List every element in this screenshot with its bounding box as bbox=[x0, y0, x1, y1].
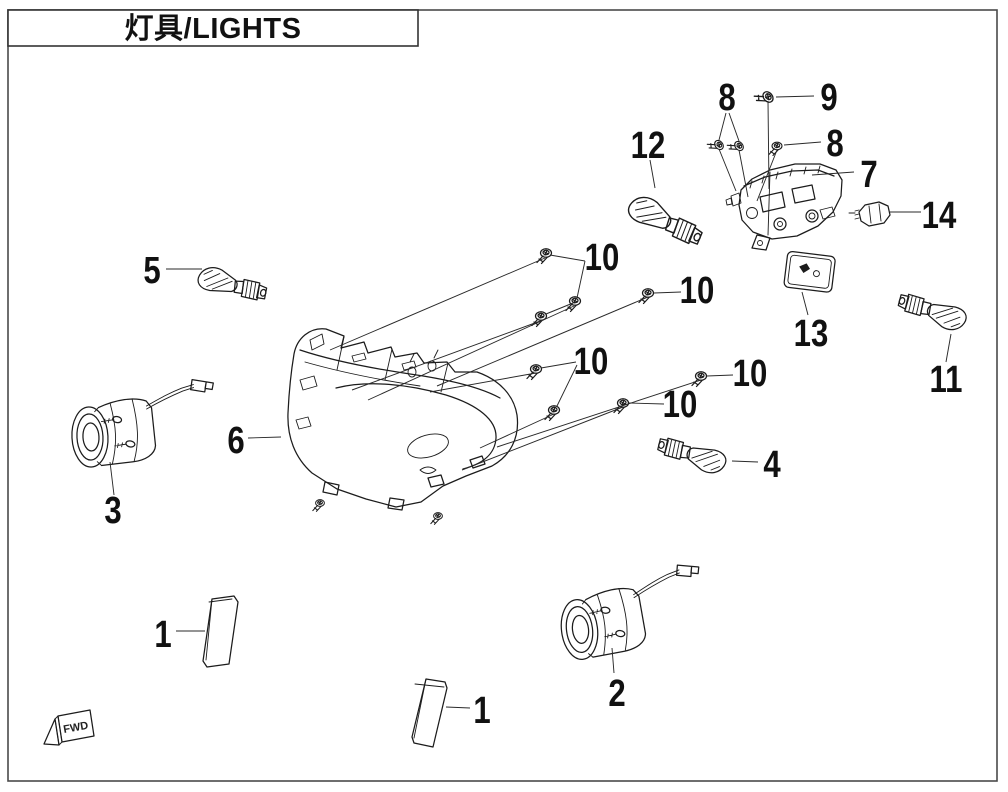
callout-part-8b: 8 bbox=[826, 123, 843, 165]
callout-labels: 5 3 6 12 8 9 8 7 14 13 11 10 10 10 10 10… bbox=[104, 77, 962, 732]
title-box bbox=[7, 9, 419, 47]
callout-part-8a: 8 bbox=[718, 77, 735, 119]
diagram-border bbox=[7, 9, 998, 782]
callout-leader-lines bbox=[109, 95, 952, 709]
turn-signal-part11 bbox=[894, 287, 970, 335]
callout-part-12: 12 bbox=[631, 125, 666, 167]
reflector-strip-part1-left bbox=[202, 595, 239, 668]
callout-part-10b: 10 bbox=[680, 270, 715, 312]
tail-lamp-part7 bbox=[725, 163, 843, 251]
callout-part-14: 14 bbox=[922, 195, 957, 237]
callout-part-5: 5 bbox=[143, 250, 160, 292]
callout-part-6: 6 bbox=[227, 420, 244, 462]
reflector-strip-part1-bottom bbox=[411, 678, 448, 748]
callout-part-7: 7 bbox=[860, 154, 877, 196]
callout-part-10e: 10 bbox=[663, 384, 698, 426]
screw-insertion-lines bbox=[329, 100, 778, 471]
callout-part-13: 13 bbox=[794, 313, 829, 355]
callout-part-11: 11 bbox=[930, 359, 963, 401]
callout-part-1b: 1 bbox=[473, 690, 490, 732]
callout-part-1a: 1 bbox=[154, 614, 171, 656]
callout-part-4: 4 bbox=[763, 444, 781, 486]
page-title: 灯具/LIGHTS bbox=[125, 12, 302, 45]
projector-lamp-part2 bbox=[554, 561, 709, 663]
projector-lamp-part3 bbox=[68, 377, 218, 469]
turn-signal-part12 bbox=[624, 190, 707, 252]
callout-part-2: 2 bbox=[608, 673, 625, 715]
fwd-arrow-icon bbox=[43, 718, 60, 746]
callout-part-10d: 10 bbox=[733, 353, 768, 395]
callout-part-3: 3 bbox=[104, 490, 121, 532]
turn-signal-part5 bbox=[195, 263, 270, 307]
callout-part-10c: 10 bbox=[574, 341, 609, 383]
license-lamp-part13 bbox=[783, 250, 836, 293]
fwd-label: FWD bbox=[62, 720, 89, 736]
connector-part14 bbox=[848, 201, 891, 227]
turn-signal-part4 bbox=[654, 431, 729, 478]
headlight-housing-part6 bbox=[287, 328, 519, 525]
callout-part-10a: 10 bbox=[585, 237, 620, 279]
callout-part-9: 9 bbox=[820, 77, 837, 119]
fwd-marker: FWD bbox=[43, 709, 95, 746]
